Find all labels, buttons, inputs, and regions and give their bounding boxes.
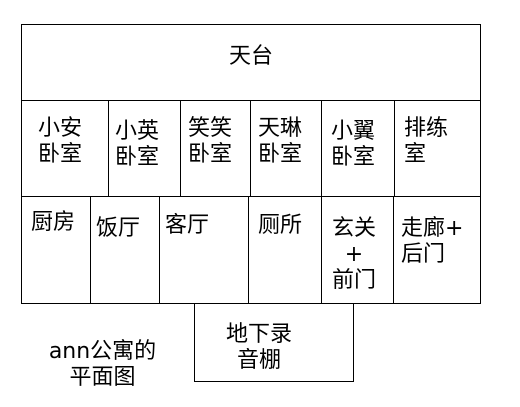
label-basement-studio: 地下录 音棚: [225, 322, 292, 373]
label-dining: 饭厅: [96, 216, 141, 241]
label-tianlin-bedroom: 天琳 卧室: [258, 116, 303, 167]
label-toilet: 厕所: [258, 213, 303, 238]
terrace-room: [21, 24, 481, 101]
label-xiaoxiao-bedroom: 笑笑 卧室: [188, 116, 233, 167]
label-xiaoan-bedroom: 小安 卧室: [38, 116, 83, 167]
room-tianlin-bedroom: [250, 100, 322, 197]
plan-caption: ann公寓的 平面图: [48, 339, 157, 390]
label-entrance: 玄关 + 前门: [331, 216, 376, 293]
room-living: [159, 196, 249, 304]
room-xiaoyi-bedroom: [321, 100, 395, 197]
label-xiaoyi-bedroom: 小翼 卧室: [331, 119, 376, 170]
terrace-label: 天台: [228, 44, 273, 69]
label-living: 客厅: [165, 213, 210, 238]
room-xiaoxiao-bedroom: [180, 100, 251, 197]
label-kitchen: 厨房: [31, 210, 76, 235]
label-xiaoying-bedroom: 小英 卧室: [115, 119, 160, 170]
room-rehearsal: [394, 100, 481, 197]
room-kitchen: [21, 196, 91, 304]
room-basement-studio: [194, 303, 354, 382]
room-corridor: [393, 196, 481, 304]
room-entrance: [321, 196, 394, 304]
label-rehearsal-room: 排练 室: [404, 116, 449, 167]
room-dining: [90, 196, 160, 304]
label-corridor: 走廊+ 后门: [401, 216, 464, 267]
